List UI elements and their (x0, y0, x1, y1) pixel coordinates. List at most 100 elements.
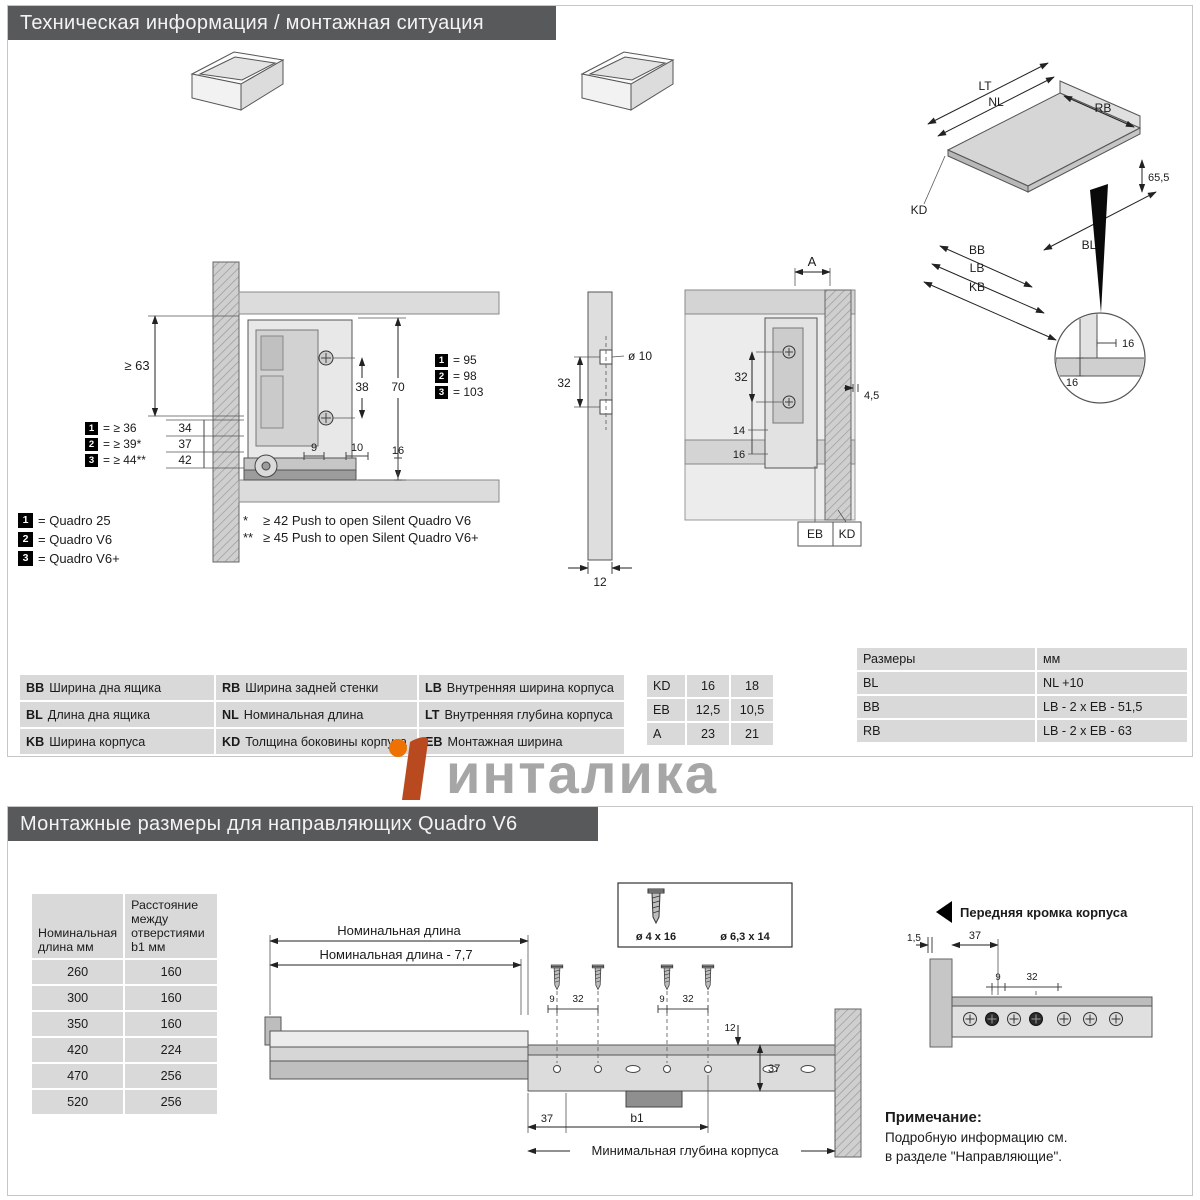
marker-2-icon: 2 (435, 369, 448, 383)
screw-head-icon (1057, 1012, 1071, 1026)
dim-label: LT (978, 79, 992, 93)
param-value: 10,5 (731, 699, 773, 721)
legend-text: = Quadro V6+ (38, 551, 120, 566)
front-edge-drawing: Передняя кромка корпуса 1,5 37 9 32 (907, 901, 1153, 1048)
dim-desc: Внутренняя глубина корпуса (444, 707, 613, 722)
mounting-dimensions-panel: Монтажные размеры для направляющих Quadr… (7, 806, 1193, 1196)
nominal-length-table: Номинальная длина мм Расстояние между от… (30, 892, 219, 1116)
mounting-drawings: ø 4 x 16 ø 6,3 x 14 (264, 882, 1153, 1158)
dim-code: BL (26, 707, 43, 722)
dim-label: KB (969, 280, 985, 294)
glossary-cell: LT Внутренняя глубина корпуса (419, 702, 624, 727)
dim-label: 9 (995, 972, 1000, 983)
dim-label: 37 (768, 1063, 780, 1075)
dim-desc: Ширина задней стенки (245, 680, 379, 695)
marker-2-icon: 2 (18, 532, 33, 547)
product-legend: 1= Quadro 25 2= Quadro V6 3= Quadro V6+ (18, 511, 120, 568)
marker-3-icon: 3 (435, 385, 448, 399)
note-text: Подробную информацию см. (885, 1130, 1068, 1145)
cabinet-side-panel (929, 958, 953, 1048)
dim-label: Минимальная глубина корпуса (592, 1143, 780, 1158)
marker-3-icon: 3 (18, 551, 33, 566)
param-value: 12,5 (687, 699, 729, 721)
screw-icon (318, 350, 334, 366)
marker-row: 3= 103 (435, 384, 483, 400)
front-edge-label: Передняя кромка корпуса (960, 905, 1128, 920)
size-formula: LB - 2 x EB - 63 (1037, 720, 1187, 742)
drawer-open-icon (581, 51, 674, 111)
dim-label: 4,5 (864, 390, 879, 402)
marker-value: = 98 (453, 369, 477, 383)
distance-value: 160 (125, 960, 218, 984)
marker-3-icon: 3 (85, 453, 98, 467)
column-header: Размеры (857, 648, 1035, 670)
dim-desc: Ширина корпуса (49, 734, 146, 749)
legend-text: = Quadro 25 (38, 513, 111, 528)
cabinet-rail-drawing (527, 1008, 862, 1158)
marker-row: 1= 95 (435, 352, 483, 368)
iso-drawer-bottom-drawing: LT NL RB 65,5 KD BB LB KB BL 16 16 (911, 62, 1169, 404)
section1-header-bar: Техническая информация / монтажная ситуа… (8, 6, 556, 40)
param-label: EB (647, 699, 685, 721)
screw-icon (782, 395, 796, 409)
distance-value: 160 (125, 986, 218, 1010)
dim-label: RB (1095, 101, 1112, 115)
distance-value: 256 (125, 1090, 218, 1114)
marker-1-icon: 1 (435, 353, 448, 367)
dim-desc: Номинальная длина (243, 707, 364, 722)
dimension-lines (148, 315, 406, 481)
length-value: 520 (32, 1090, 124, 1114)
dim-label: 9 (659, 994, 664, 1005)
note-text: в разделе "Направляющие". (885, 1149, 1063, 1164)
dim-label: KD (839, 527, 856, 541)
screw-head-icon (1029, 1012, 1043, 1026)
dimension-lines (748, 268, 859, 523)
param-label: A (647, 723, 685, 745)
dim-label: 16 (1066, 377, 1078, 389)
drilling-bar-drawing: 32 ø 10 12 (557, 291, 652, 589)
front-height-markers: 1= ≥ 36 2= ≥ 39* 3= ≥ 44** (85, 420, 146, 468)
dim-code: LT (425, 707, 440, 722)
screw-size-label: ø 4 x 16 (636, 931, 676, 943)
footnotes: *≥ 42 Push to open Silent Quadro V6 ** ≥ … (243, 512, 479, 546)
length-value: 470 (32, 1064, 124, 1088)
legend-item: 2= Quadro V6 (18, 530, 120, 549)
dim-label: KD (911, 203, 928, 217)
dim-label: 38 (355, 380, 369, 394)
marker-row: 2 = 98 (435, 368, 483, 384)
dim-code: NL (222, 707, 239, 722)
dim-desc: Длина дна ящика (47, 707, 150, 722)
table-row: BL Длина дна ящика NL Номинальная длина LT… (20, 702, 624, 727)
screw-icon (318, 410, 334, 426)
dim-label: BB (969, 243, 985, 257)
dim-label: A (808, 254, 817, 269)
dim-label: 32 (572, 994, 584, 1005)
brand-logo-icon (389, 737, 429, 800)
dim-label: 14 (733, 425, 745, 437)
marker-value: = ≥ 44** (103, 453, 146, 467)
dim-label: 32 (682, 994, 694, 1005)
dim-label: 9 (311, 442, 317, 454)
distance-value: 224 (125, 1038, 218, 1062)
param-value: 18 (731, 675, 773, 697)
footnote: *≥ 42 Push to open Silent Quadro V6 (243, 512, 479, 529)
footnote-symbol: ** (243, 530, 254, 545)
section1-title: Техническая информация / монтажная ситуа… (20, 12, 484, 34)
footnote-text: ≥ 42 Push to open Silent Quadro V6 (263, 513, 472, 528)
screw-icon (660, 964, 674, 990)
technical-drawings: ≥ 63 34 37 42 38 70 9 10 16 (124, 51, 1169, 589)
technical-info-panel: Техническая информация / монтажная ситуа… (7, 5, 1193, 757)
